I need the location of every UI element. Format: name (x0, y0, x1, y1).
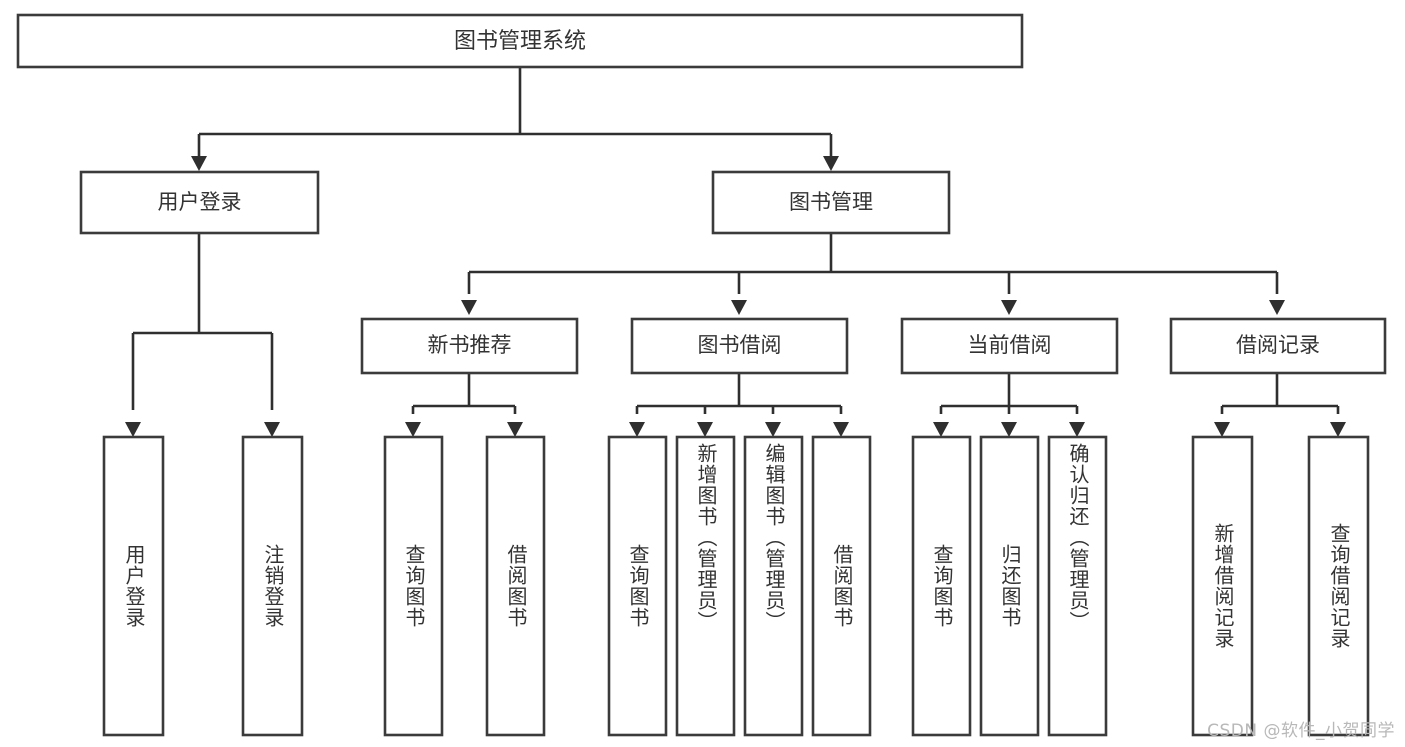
arrow-to-leaf-edit-book (765, 422, 781, 437)
node-leaf-query-record[interactable]: 查询借阅记录 (1307, 435, 1370, 737)
node-leaf-user-logout[interactable]: 注销登录 (241, 435, 304, 737)
connector-borrowrecord-to-leaves (1214, 373, 1346, 437)
arrow-to-leaf-confirm-return (1069, 422, 1085, 437)
node-leaf-borrow-book-2-label: 借阅图书 (830, 544, 854, 628)
arrow-to-book-manage (823, 156, 839, 171)
arrow-to-leaf-user-logout (264, 422, 280, 437)
node-book-borrow[interactable]: 图书借阅 (630, 317, 849, 375)
node-book-manage[interactable]: 图书管理 (711, 170, 951, 235)
node-new-book-rec[interactable]: 新书推荐 (360, 317, 579, 375)
node-leaf-query-book-2-label: 查询图书 (626, 544, 650, 628)
node-leaf-borrow-book-2[interactable]: 借阅图书 (811, 435, 872, 737)
node-current-borrow[interactable]: 当前借阅 (900, 317, 1119, 375)
node-leaf-confirm-return-label: 确认归还（管理员） (1066, 443, 1090, 632)
node-borrow-record-label: 借阅记录 (1236, 333, 1320, 357)
node-borrow-record[interactable]: 借阅记录 (1169, 317, 1387, 375)
node-user-login[interactable]: 用户登录 (79, 170, 320, 235)
arrow-to-leaf-add-record (1214, 422, 1230, 437)
arrow-to-current-borrow (1001, 300, 1017, 315)
arrow-to-user-login (191, 156, 207, 171)
node-leaf-user-login[interactable]: 用户登录 (102, 435, 165, 737)
node-leaf-query-book-1-label: 查询图书 (402, 544, 426, 628)
node-leaf-query-record-label: 查询借阅记录 (1327, 523, 1351, 649)
node-leaf-query-book-1[interactable]: 查询图书 (383, 435, 444, 737)
node-leaf-borrow-book-1[interactable]: 借阅图书 (485, 435, 546, 737)
watermark-text: CSDN @软件_小贺同学 (1207, 721, 1395, 741)
node-user-login-label: 用户登录 (158, 190, 242, 214)
node-leaf-user-logout-label: 注销登录 (261, 544, 285, 628)
arrow-to-leaf-query-book-3 (933, 422, 949, 437)
arrow-to-new-book-rec (461, 300, 477, 315)
node-leaf-add-record-label: 新增借阅记录 (1211, 523, 1235, 649)
node-book-manage-label: 图书管理 (789, 190, 873, 214)
node-current-borrow-label: 当前借阅 (968, 333, 1052, 357)
connector-root-to-level2 (191, 67, 839, 171)
node-leaf-query-book-3[interactable]: 查询图书 (911, 435, 972, 737)
node-leaf-edit-book[interactable]: 编辑图书（管理员） (743, 435, 804, 737)
arrow-to-leaf-return-book (1001, 422, 1017, 437)
node-leaf-return-book-label: 归还图书 (998, 544, 1022, 628)
node-new-book-rec-label: 新书推荐 (428, 333, 512, 357)
connector-currentborrow-to-leaves (933, 373, 1085, 437)
node-leaf-edit-book-label: 编辑图书（管理员） (762, 443, 786, 632)
node-root[interactable]: 图书管理系统 (16, 13, 1024, 69)
node-book-borrow-label: 图书借阅 (698, 333, 782, 357)
node-root-label: 图书管理系统 (454, 29, 586, 54)
node-leaf-add-book-label: 新增图书（管理员） (694, 443, 718, 632)
connector-newbookrec-to-leaves (405, 373, 523, 437)
node-leaf-user-login-label: 用户登录 (122, 544, 146, 628)
node-leaf-query-book-2[interactable]: 查询图书 (607, 435, 668, 737)
arrow-to-leaf-add-book (697, 422, 713, 437)
node-leaf-add-book[interactable]: 新增图书（管理员） (675, 435, 736, 737)
arrow-to-leaf-query-book-2 (629, 422, 645, 437)
arrow-to-leaf-user-login (125, 422, 141, 437)
arrow-to-leaf-borrow-book-2 (833, 422, 849, 437)
node-leaf-query-book-3-label: 查询图书 (930, 544, 954, 628)
arrow-to-leaf-borrow-book-1 (507, 422, 523, 437)
connector-userlogin-to-leaves (125, 233, 280, 437)
node-leaf-add-record[interactable]: 新增借阅记录 (1191, 435, 1254, 737)
arrow-to-book-borrow (731, 300, 747, 315)
node-leaf-confirm-return[interactable]: 确认归还（管理员） (1047, 435, 1108, 737)
arrow-to-leaf-query-record (1330, 422, 1346, 437)
arrow-to-borrow-record (1269, 300, 1285, 315)
connector-bookmanage-to-level3 (461, 233, 1285, 315)
connector-bookborrow-to-leaves (629, 373, 849, 437)
arrow-to-leaf-query-book-1 (405, 422, 421, 437)
node-leaf-borrow-book-1-label: 借阅图书 (504, 544, 528, 628)
node-leaf-return-book[interactable]: 归还图书 (979, 435, 1040, 737)
